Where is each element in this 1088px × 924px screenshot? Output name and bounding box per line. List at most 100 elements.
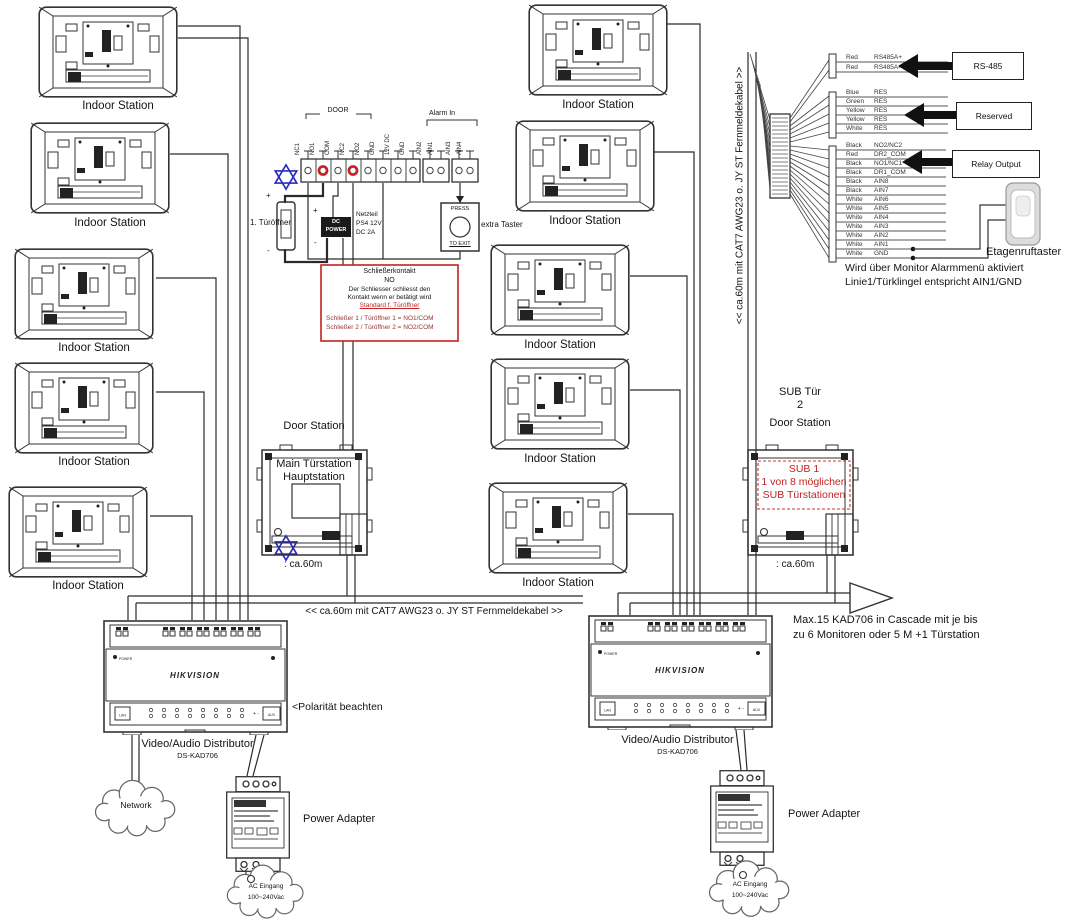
dc-power-block: [321, 217, 351, 237]
cascade-arrow: [849, 582, 895, 614]
wire-color: White: [846, 205, 863, 212]
terminal-pin-label: GND: [400, 141, 406, 155]
main-station-label: Main Türstation: [276, 458, 352, 470]
terminal-pin-label: AIN3: [446, 141, 452, 155]
harness-row: Black NO1/NC1: [846, 160, 902, 167]
wire-signal: RS485A+: [874, 54, 903, 61]
ac-input-label: AC Eingang: [732, 881, 768, 888]
dc-power-label: POWER: [325, 227, 347, 233]
indoor-stations-left: [8, 6, 178, 578]
sub-note-line: 1 von 8 möglichen: [761, 476, 847, 488]
wire-signal: RES: [874, 98, 888, 105]
indoor-station: [8, 486, 148, 578]
relay-note-standard: Standard f. Türöffner: [359, 302, 420, 309]
wire-color: Black: [846, 160, 862, 167]
wire-color: Black: [846, 178, 862, 185]
wire-color: Black: [846, 142, 862, 149]
distributor-model: DS-KAD706: [177, 751, 218, 760]
relay-note-rule: Schließer 1 / Türöffner 1 = NO1/COM: [326, 315, 434, 322]
wire-signal: AIN4: [874, 214, 889, 221]
indoor-station: [490, 244, 630, 336]
reserved-box: Reserved: [956, 102, 1032, 130]
wire-color: White: [846, 241, 863, 248]
harness-row: Black NO2/NC2: [846, 142, 902, 149]
rs485-box: RS-485: [952, 52, 1024, 80]
ac-cloud-2: [708, 860, 790, 917]
floor-call-note: Linie1/Türklingel entspricht AIN1/GND: [845, 276, 1022, 288]
netzteil-label: Netzteil: [356, 211, 378, 218]
wire-color: Red: [846, 54, 858, 61]
indoor-station: [515, 120, 655, 212]
sub-door-station: [742, 444, 859, 556]
wire-signal: AIN7: [874, 187, 889, 194]
ac-cloud-1: [226, 864, 304, 919]
star-marker-door-station: [274, 535, 298, 561]
terminal-pin-label: AIN4: [457, 141, 463, 155]
distributor-1: [103, 620, 288, 735]
sub-door-number: 2: [796, 399, 804, 411]
wire-signal: AIN2: [874, 232, 889, 239]
harness-row: Green RES: [846, 98, 887, 105]
minus-mark: -: [267, 246, 270, 255]
indoor-station-label: Indoor Station: [58, 456, 130, 468]
indoor-station: [38, 6, 178, 98]
wire-signal: NO2/NC2: [874, 142, 903, 149]
sub-note-frame: [757, 460, 851, 510]
cascade-note: Max.15 KAD706 in Cascade mit je bis: [793, 614, 978, 626]
wire-color: Red: [846, 151, 858, 158]
polarity-note: <Polarität beachten: [292, 701, 383, 713]
wire-signal: DR1_COM: [874, 169, 906, 176]
terminal-pin-label: AIN1: [428, 141, 434, 155]
wire-signal: DR2_COM: [874, 151, 906, 158]
extra-taster-label: extra Taster: [481, 220, 523, 229]
red-marker-no1: [317, 165, 329, 176]
terminal-pin-label: 12V DC: [385, 133, 391, 155]
distributor-2: [588, 615, 773, 730]
to-exit-label: TO EXIT: [449, 241, 471, 247]
cable-riser-label: << ca.60m mit CAT7 AWG23 o. JY ST Fernme…: [734, 66, 746, 325]
wire-color: Black: [846, 187, 862, 194]
relay-output-box: Relay Output: [952, 150, 1040, 178]
harness: [749, 53, 1006, 263]
indoor-station: [14, 362, 154, 454]
wire-signal: RES: [874, 89, 888, 96]
power-adapter-1: [226, 776, 290, 872]
terminal-pin-label: AIN2: [417, 141, 423, 155]
wire-signal: AIN8: [874, 178, 889, 185]
cable-length-label: : ca.60m: [284, 559, 323, 570]
wire-color: Green: [846, 98, 865, 105]
relay-note-rule: Schließer 2 / Türöffner 2 = NO2/COM: [326, 324, 434, 331]
terminal-pin-label: NO2: [355, 142, 361, 155]
indoor-station: [488, 482, 628, 574]
door-station-heading: Door Station: [283, 420, 345, 432]
power-adapter-label: Power Adapter: [303, 813, 376, 825]
relay-note-subtitle: NO: [384, 277, 395, 284]
wire-color: White: [846, 223, 863, 230]
terminal-pin-label: NC2: [340, 142, 346, 155]
harness-row: Black AIN7: [846, 187, 888, 194]
dc-power-label: DC: [332, 219, 340, 225]
distributor-model: DS-KAD706: [657, 747, 698, 756]
wire-color: White: [846, 250, 863, 257]
distributor-label: Video/Audio Distributor: [621, 734, 734, 746]
ac-input-label: AC Eingang: [248, 883, 284, 890]
power-adapter-2: [710, 770, 774, 866]
wire-signal: AIN3: [874, 223, 889, 230]
floor-call-label: Etagenruftaster: [986, 246, 1062, 258]
wire-signal: RES: [874, 125, 888, 132]
indoor-station: [490, 358, 630, 450]
network-cloud-label: Network: [120, 800, 152, 810]
press-label: PRESS: [450, 206, 470, 212]
wire-signal: NO1/NC1: [874, 160, 903, 167]
